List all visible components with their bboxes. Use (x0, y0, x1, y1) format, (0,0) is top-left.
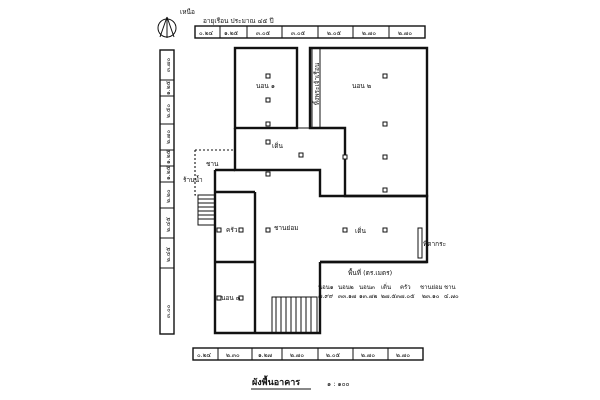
bottom-dim-label: ๒.๗๐ (361, 352, 375, 359)
area-table-header: นอน๒ (338, 284, 354, 291)
top-dim-label: ๐.๒๔ (199, 30, 214, 37)
plan-title: ผังพื้นอาคาร (252, 375, 300, 388)
area-table-header: นอน๑ (318, 284, 334, 291)
bedroom1-walls (233, 46, 299, 130)
jar-stand (417, 227, 423, 259)
left-dim-label: ๑.๒๕ (165, 165, 172, 180)
bottom-dim-label: ๒.๗๐ (396, 352, 410, 359)
top-dim-label: ๓.๐๕ (256, 30, 271, 37)
bottom-dim-label: ๐.๒๔ (197, 352, 212, 359)
top-dim-label: ๓.๐๕ (291, 30, 306, 37)
room-label-deck-left: ชาน (206, 160, 219, 168)
area-table-value: ๗.๙๙ (318, 293, 334, 300)
left-dim-label: ๓.๐๐ (165, 304, 172, 318)
bedroom2-walls (308, 46, 429, 198)
room-label-bedroom3: นอน ๓ (221, 294, 241, 302)
area-table-value: ๑๓.๗๒ (359, 293, 377, 300)
left-dim-label: ๑.๒๕ (165, 80, 172, 95)
room-label-kitchen: ครัว (226, 226, 238, 234)
left-dim-label: ๒.๗๐ (165, 130, 172, 144)
area-table-header: ชานย่อม (420, 284, 443, 291)
left-dim-label: ๒.๕๐ (165, 104, 172, 118)
stairs-left (197, 194, 216, 226)
area-table-header: ครัว (400, 284, 411, 291)
north-arrow-icon (157, 16, 177, 38)
shrine-shelf (311, 47, 321, 129)
area-table-header: ชาน (444, 284, 456, 291)
bottom-dim-label: ๒.๗๐ (290, 352, 304, 359)
room-label-bedroom2: นอน ๒ (352, 82, 371, 90)
left-dim-label: ๒.๔๕ (165, 217, 172, 232)
stairs-bottom (271, 296, 318, 334)
top-dim-label: ๑.๒๕ (224, 30, 239, 37)
room-label-water-shelf: ร้านน้ำ (183, 175, 203, 184)
room-label-jar-stand: ที่ตากระ (423, 239, 446, 248)
plan-scale: ๑ : ๑๐๐ (327, 380, 350, 388)
room-label-terrace-upper: เติ่น (272, 141, 283, 150)
north-label: เหนือ (180, 8, 195, 16)
room-label-shrine: หิ้งพระเจ้าเรือน (312, 62, 321, 105)
area-table-value: ๓๓.๑๗ (338, 293, 357, 300)
room-label-bedroom1: นอน ๑ (256, 82, 275, 90)
area-table-value: ๒๓.๑๐ (422, 293, 440, 300)
room-label-terrace-lower: เติ่น (355, 226, 366, 235)
area-table-header: นอน๓ (359, 284, 375, 291)
area-table-header: เติ่น (381, 283, 391, 291)
bottom-dim-label: ๒.๐๕ (326, 352, 341, 359)
top-dimension-strip: ๐.๒๔ ๑.๒๕ ๓.๐๕ ๓.๐๕ ๒.๐๕ ๒.๗๐ ๒.๗๐ (194, 25, 426, 39)
left-dim-label: ๒.๔๕ (165, 247, 172, 262)
top-dim-label: ๒.๗๐ (398, 30, 412, 37)
deck-left-outline (194, 149, 236, 196)
area-table: พื้นที่ (ตร.เมตร) นอน๑ นอน๒ นอน๓ เติ่น ค… (318, 268, 459, 300)
left-dim-label: ๑.๒๕ (165, 149, 172, 164)
bottom-dim-label: ๒.๓๐ (226, 352, 240, 359)
area-table-value: ๗.๐๕ (400, 293, 415, 300)
area-table-value: ๔.๗๐ (444, 293, 459, 300)
left-dim-label: ๒.๒๐ (165, 189, 172, 203)
house-walls (194, 46, 429, 335)
bottom-dim-label: ๑.๒๗ (258, 352, 273, 359)
left-dim-label: ๓.๗๐ (165, 57, 172, 72)
posts (216, 73, 388, 301)
top-dim-label: ๒.๗๐ (362, 30, 376, 37)
age-caption: อายุเรือน ประมาณ ๔๕ ปี (203, 17, 274, 25)
bottom-dimension-strip: ๐.๒๔ ๒.๓๐ ๑.๒๗ ๒.๗๐ ๒.๐๕ ๒.๗๐ ๒.๗๐ (192, 347, 424, 361)
left-dimension-strip: ๓.๗๐ ๑.๒๕ ๒.๕๐ ๒.๗๐ ๑.๒๕ ๑.๒๕ ๒.๒๐ ๒.๔๕ … (159, 49, 175, 335)
area-table-title: พื้นที่ (ตร.เมตร) (348, 268, 392, 277)
room-label-lower-deck: ชานย่อม (274, 224, 299, 232)
area-table-value: ๒๗.๕๓ (381, 293, 400, 300)
top-dim-label: ๒.๐๕ (327, 30, 342, 37)
